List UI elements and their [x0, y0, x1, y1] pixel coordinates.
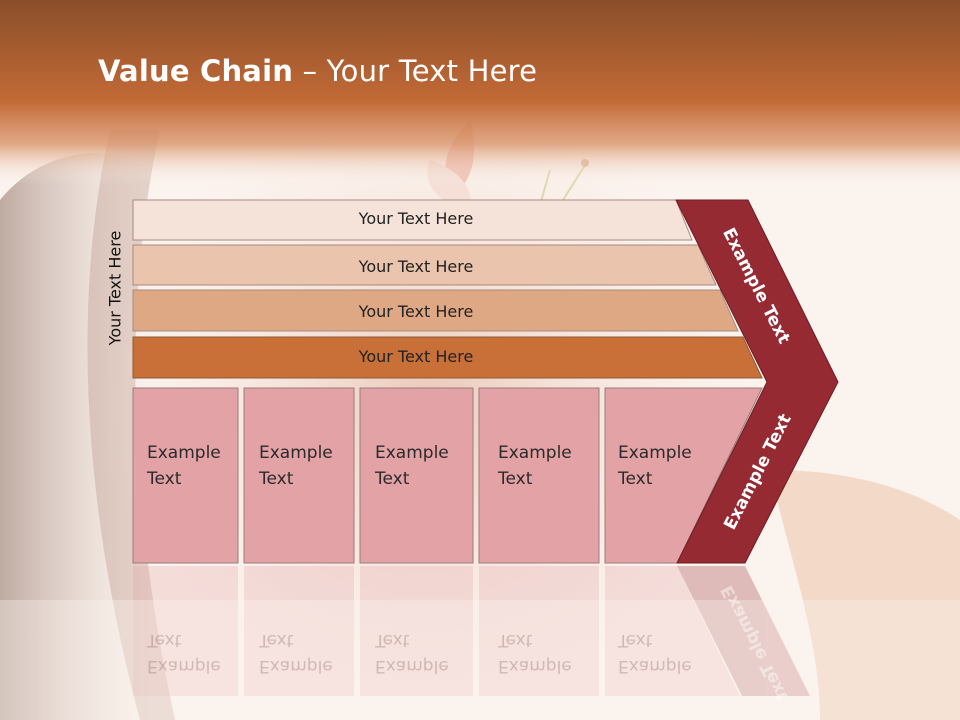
cell-2-shape: [243, 387, 355, 564]
bar-2-label: Your Text Here: [358, 257, 474, 276]
slide-title: Value Chain – Your Text Here: [98, 54, 537, 88]
cell-5-line2: Text: [618, 469, 653, 489]
cell-5-line1: Example: [618, 443, 692, 463]
cell-4-shape: [478, 387, 600, 564]
hand-shape: [770, 470, 960, 720]
header-band: [0, 0, 960, 185]
side-label-text: Your Text Here: [105, 230, 125, 346]
chevron-arrow-shape: [675, 199, 839, 564]
reflection-shapes: [133, 566, 810, 696]
bar-3-shape: [132, 289, 739, 332]
bar-1-label: Your Text Here: [358, 209, 474, 228]
cell-4-line2: Text: [498, 469, 533, 489]
bar-1-shape: [132, 199, 693, 241]
bar-4-shape: [132, 336, 763, 379]
cell-2-line1: Example: [259, 443, 333, 463]
cell-3-line2: Text: [375, 469, 410, 489]
bar-2-shape: [132, 244, 717, 286]
cell-1-shape: [132, 387, 239, 564]
hair-shape: [0, 153, 150, 720]
bar-4-label: Your Text Here: [358, 347, 474, 366]
title-bold: Value Chain: [98, 54, 294, 88]
cell-1-line2: Text: [147, 469, 182, 489]
cell-3-shape: [359, 387, 474, 564]
cell-2-line2: Text: [259, 469, 294, 489]
cell-1-line1: Example: [147, 443, 221, 463]
title-rest: – Your Text Here: [293, 54, 538, 88]
bar-3-label: Your Text Here: [358, 302, 474, 321]
cell-3-line1: Example: [375, 443, 449, 463]
cell-4-line1: Example: [498, 443, 572, 463]
